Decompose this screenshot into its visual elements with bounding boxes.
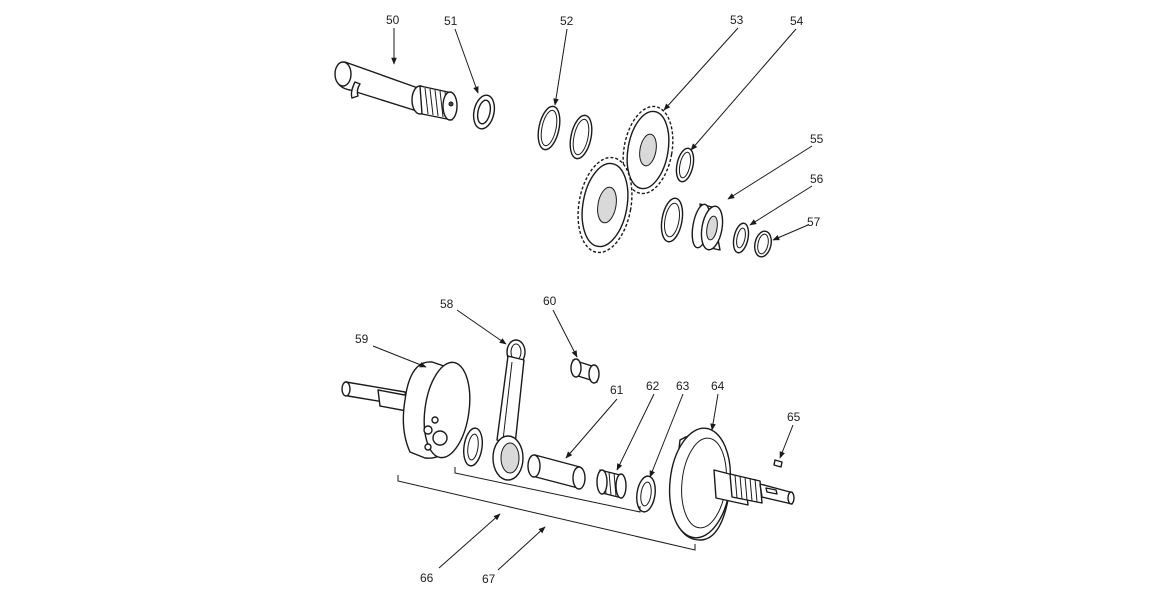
callout-54: 54 (790, 14, 804, 28)
part-51-washer (472, 94, 496, 130)
callout-55: 55 (810, 132, 824, 146)
part-62-needle-bearing (596, 469, 627, 499)
callout-56: 56 (810, 172, 824, 186)
part-60-needle-bearing (570, 358, 600, 384)
bracket-66 (397, 475, 696, 551)
callout-65: 65 (787, 410, 801, 424)
part-50-shaft (334, 61, 458, 121)
part-53-gears (577, 105, 674, 254)
part-52-shims (537, 105, 593, 160)
part-58-connecting-rod (492, 339, 526, 481)
callout-60: 60 (543, 294, 557, 308)
callout-66: 66 (420, 571, 434, 585)
part-64-crank-half-right (668, 427, 795, 541)
bracket-67 (454, 467, 641, 513)
part-65-key (773, 459, 783, 468)
part-rod-washer (463, 427, 483, 467)
callout-50: 50 (386, 13, 400, 27)
callout-62: 62 (646, 379, 660, 393)
callout-59: 59 (355, 332, 369, 346)
callout-63: 63 (676, 379, 690, 393)
callout-61: 61 (610, 383, 624, 397)
part-55-bearing (660, 197, 724, 251)
callout-51: 51 (444, 14, 458, 28)
callout-67: 67 (482, 572, 496, 586)
callout-58: 58 (440, 297, 454, 311)
callout-52: 52 (560, 14, 574, 28)
part-63-washer (636, 475, 656, 513)
part-57-circlip (754, 230, 772, 258)
part-59-crank-half-left (341, 361, 471, 459)
part-54-circlip (675, 147, 695, 183)
part-56-washer (732, 222, 750, 254)
leader-lines (372, 27, 813, 571)
part-61-crank-pin (527, 454, 586, 490)
callout-57: 57 (807, 215, 821, 229)
callout-labels: 50 51 52 53 54 55 56 57 58 59 60 61 62 6… (355, 13, 824, 586)
callout-53: 53 (730, 13, 744, 27)
callout-64: 64 (711, 379, 725, 393)
